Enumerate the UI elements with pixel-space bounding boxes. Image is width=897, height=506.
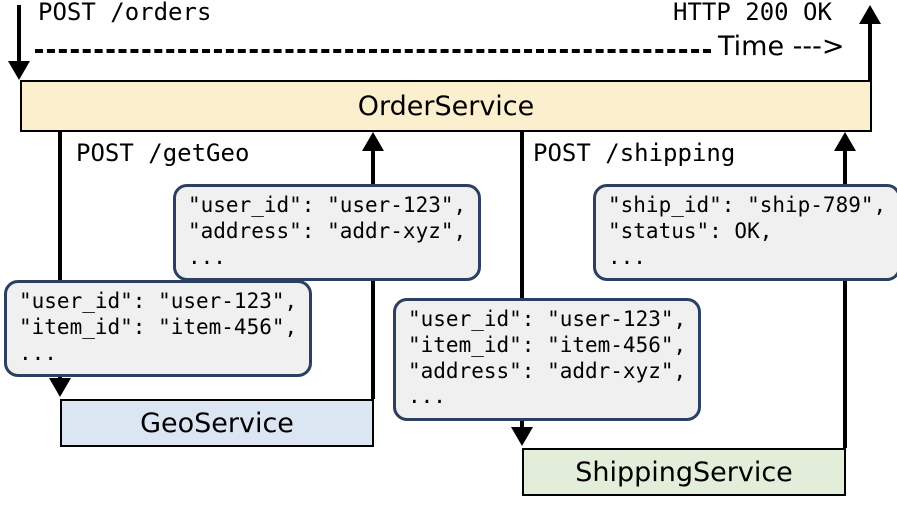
time-axis-label: Time ---> — [718, 31, 845, 62]
call-label-post-shipping: POST /shipping — [533, 139, 736, 167]
call-line-shipping-request — [520, 132, 524, 428]
service-label-order-service: OrderService — [357, 90, 535, 122]
call-line-getgeo-request — [58, 132, 62, 380]
incoming-request-line — [17, 5, 21, 67]
service-label-shipping-service: ShippingService — [575, 456, 793, 488]
return-line-shipping-response — [843, 151, 847, 448]
service-bar-geo-service[interactable]: GeoService — [60, 399, 374, 447]
service-bar-shipping-service[interactable]: ShippingService — [522, 448, 846, 496]
return-arrowhead-getgeo-response — [362, 132, 384, 151]
call-label-post-getgeo: POST /getGeo — [76, 139, 250, 167]
call-arrowhead-shipping-request — [511, 427, 533, 446]
return-arrowhead-shipping-response — [834, 132, 856, 151]
service-bar-order-service[interactable]: OrderService — [20, 80, 872, 132]
call-arrowhead-getgeo-request — [49, 378, 71, 397]
service-label-geo-service: GeoService — [140, 407, 294, 439]
label-http-200-ok: HTTP 200 OK — [673, 0, 832, 26]
incoming-request-arrowhead — [8, 61, 30, 80]
payload-callout-getgeo-response: "user_id": "user-123", "address": "addr-… — [173, 184, 482, 282]
payload-callout-shipping-request: "user_id": "user-123", "item_id": "item-… — [393, 298, 702, 422]
payload-callout-getgeo-request: "user_id": "user-123", "item_id": "item-… — [4, 280, 313, 378]
payload-callout-shipping-response: "ship_id": "ship-789", "status": OK, ... — [593, 184, 897, 282]
outgoing-response-arrowhead — [859, 5, 881, 24]
outgoing-response-line — [868, 24, 872, 82]
time-axis-dashed-line — [35, 49, 711, 53]
label-post-orders: POST /orders — [38, 0, 212, 26]
